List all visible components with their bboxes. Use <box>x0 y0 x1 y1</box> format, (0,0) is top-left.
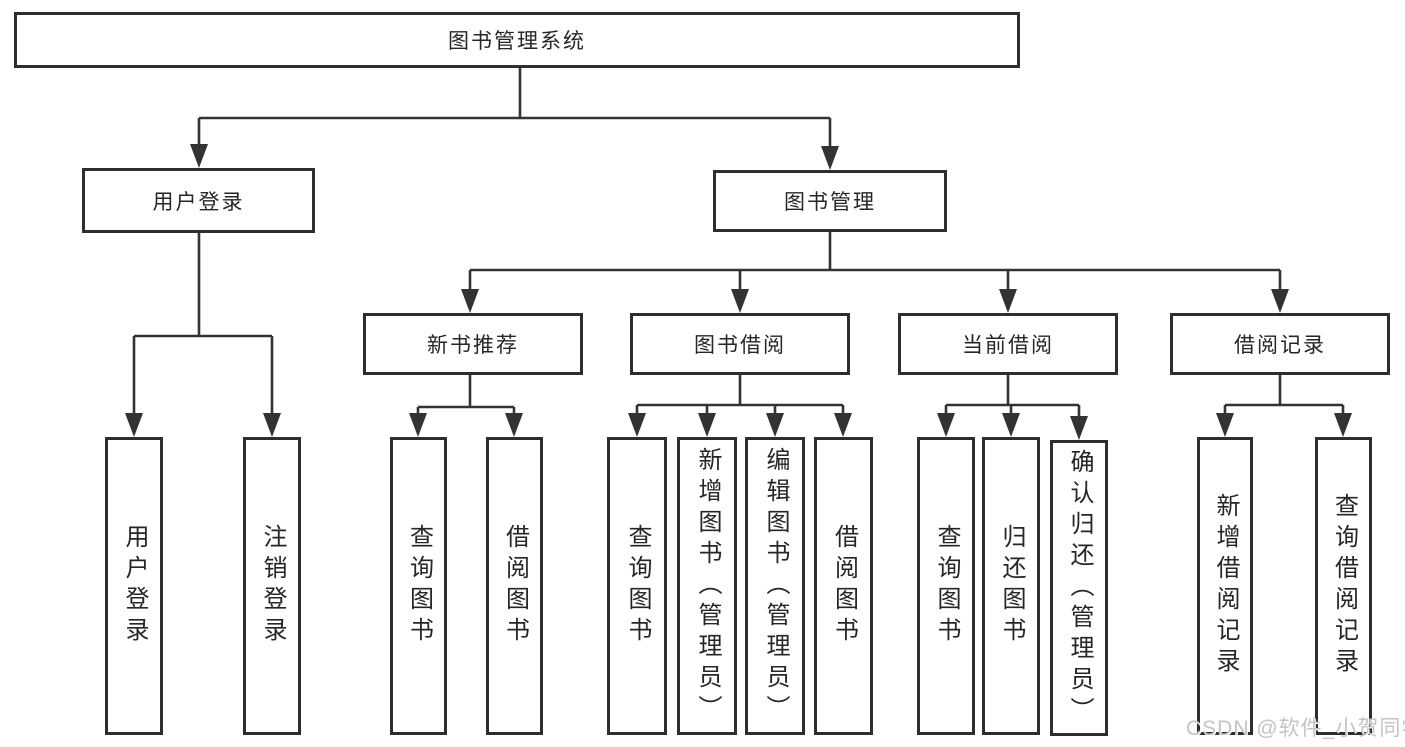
leaf-label: 用户登录 <box>121 524 148 648</box>
leaf-borrow-books-recommend: 借阅图书 <box>486 437 543 735</box>
node-new-book-recommendation: 新书推荐 <box>363 313 583 375</box>
leaf-label: 归还图书 <box>998 524 1025 648</box>
node-book-management: 图书管理 <box>713 170 947 232</box>
leaf-add-borrow-record: 新增借阅记录 <box>1197 437 1253 735</box>
leaf-borrow-books-borrowing: 借阅图书 <box>814 437 873 735</box>
node-label: 当前借阅 <box>962 334 1054 357</box>
node-current-borrowing: 当前借阅 <box>898 313 1118 375</box>
leaf-edit-books-admin: 编辑图书（管理员） <box>745 437 805 735</box>
leaf-label: 借阅图书 <box>830 524 858 648</box>
csdn-watermark: CSDN @软件_小贺同学 <box>1186 717 1405 740</box>
leaf-label: 查询图书 <box>405 524 433 648</box>
node-book-borrowing: 图书借阅 <box>630 313 850 375</box>
leaf-add-books-admin: 新增图书（管理员） <box>677 437 737 735</box>
leaf-return-books: 归还图书 <box>982 437 1040 735</box>
node-label: 图书管理系统 <box>448 30 586 53</box>
node-borrowing-records: 借阅记录 <box>1170 313 1390 375</box>
leaf-label: 查询图书 <box>624 524 651 648</box>
node-user-login: 用户登录 <box>82 168 315 233</box>
node-label: 图书管理 <box>784 191 876 214</box>
leaf-query-books-current: 查询图书 <box>917 437 975 735</box>
leaf-user-login: 用户登录 <box>105 437 163 735</box>
arrowheads <box>125 144 1352 440</box>
leaf-query-books-borrowing: 查询图书 <box>607 437 667 735</box>
leaf-label: 注销登录 <box>259 524 286 648</box>
node-label: 新书推荐 <box>427 334 519 357</box>
leaf-logout: 注销登录 <box>243 437 301 735</box>
node-label: 借阅记录 <box>1234 334 1326 357</box>
leaf-label: 编辑图书（管理员） <box>762 446 789 726</box>
leaf-label: 确认归还（管理员） <box>1066 448 1093 728</box>
node-label: 图书借阅 <box>694 334 786 357</box>
leaf-label: 新增图书（管理员） <box>694 446 721 726</box>
node-library-management-system: 图书管理系统 <box>14 12 1020 68</box>
leaf-query-books-recommend: 查询图书 <box>390 437 447 735</box>
leaf-query-borrow-record: 查询借阅记录 <box>1315 437 1372 735</box>
leaf-confirm-return-admin: 确认归还（管理员） <box>1050 440 1108 736</box>
leaf-label: 新增借阅记录 <box>1212 493 1239 679</box>
node-label: 用户登录 <box>152 190 245 214</box>
leaf-label: 借阅图书 <box>501 524 529 648</box>
leaf-label: 查询图书 <box>933 524 960 648</box>
leaf-label: 查询借阅记录 <box>1330 493 1358 679</box>
